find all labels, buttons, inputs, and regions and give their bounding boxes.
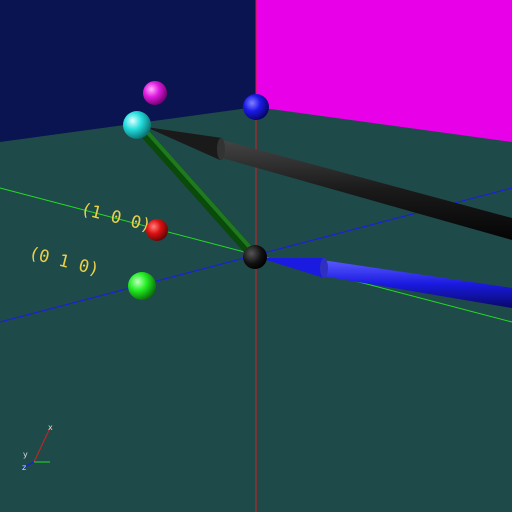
black-vector-cone-base: [217, 138, 225, 160]
blue-sphere[interactable]: [243, 94, 269, 120]
gizmo-x-line: [33, 427, 51, 463]
black-vector-cone: [146, 127, 222, 160]
blue-vector-cone: [260, 258, 324, 278]
blue-vector-cone-base: [320, 258, 328, 278]
back-wall: [0, 0, 256, 142]
black-vector-shaft: [222, 140, 512, 240]
right-wall: [256, 0, 512, 142]
gizmo-y-label: y: [23, 450, 28, 459]
red-sphere[interactable]: [146, 219, 168, 241]
gizmo-z-line: [21, 461, 35, 469]
blue-vector-shaft: [322, 260, 512, 308]
green-rod: [135, 123, 259, 261]
magenta-sphere[interactable]: [143, 81, 167, 105]
axis-gizmo: x y z: [21, 423, 53, 472]
green-sphere[interactable]: [128, 272, 156, 300]
gizmo-z-label: z: [22, 463, 26, 472]
origin-sphere[interactable]: [243, 245, 267, 269]
green-rod-highlight: [140, 124, 257, 255]
gizmo-x-label: x: [48, 423, 53, 432]
cyan-sphere[interactable]: [123, 111, 151, 139]
